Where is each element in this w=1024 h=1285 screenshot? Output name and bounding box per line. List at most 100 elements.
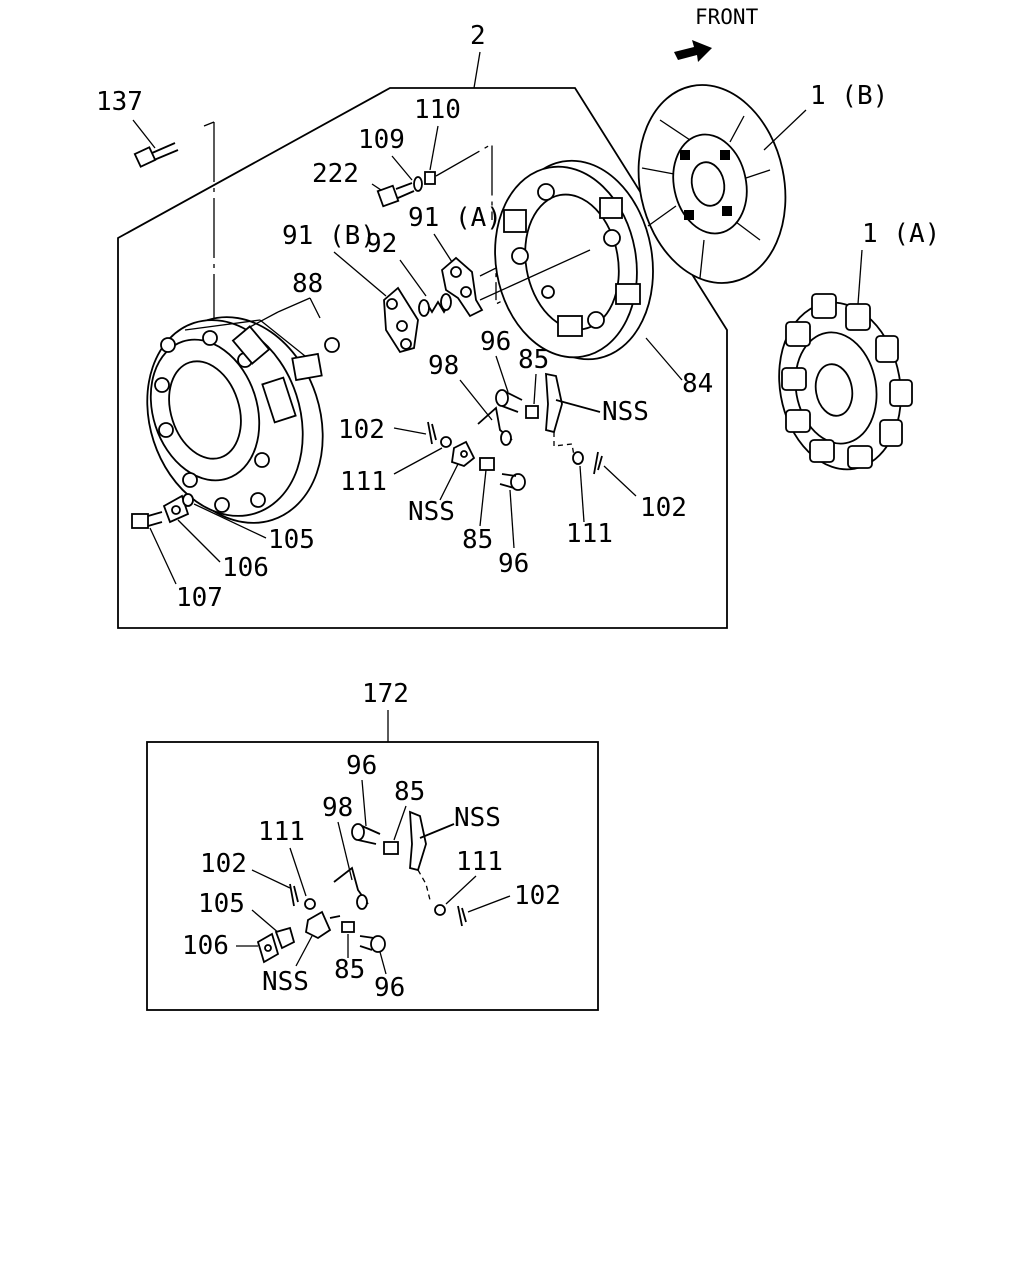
label-85a: 85	[518, 345, 549, 375]
label-88: 88	[292, 269, 323, 299]
kit-leader-96a	[361, 779, 367, 827]
leader-92	[399, 259, 427, 297]
label-96a: 96	[480, 327, 511, 357]
label-2: 2	[470, 21, 486, 51]
kit-leader-102b	[467, 895, 511, 913]
nut-110	[424, 171, 436, 185]
kit-washer-111a	[304, 898, 316, 910]
leader-111b	[579, 465, 585, 523]
kit-pin-85b	[341, 921, 355, 933]
washer-109	[413, 176, 423, 192]
label-106: 106	[222, 553, 269, 583]
label-222: 222	[312, 159, 359, 189]
kit-label-105: 105	[198, 889, 245, 919]
leader-110	[429, 125, 439, 171]
kit-leader-105	[251, 909, 281, 935]
kit-leader-111a	[289, 847, 307, 897]
front-label: FRONT	[695, 5, 759, 29]
kit-label-96a: 96	[346, 751, 377, 781]
leader-1a	[857, 249, 863, 305]
leader-1b	[763, 109, 807, 151]
label-111b: 111	[566, 519, 613, 549]
centerline-84	[479, 249, 591, 301]
leader-137	[132, 119, 156, 149]
kit-label-102a: 102	[200, 849, 247, 879]
cotter-102b	[593, 451, 603, 475]
pin-96b	[499, 473, 526, 491]
kit-label-nss1: NSS	[454, 803, 501, 833]
assembly-outline	[117, 87, 728, 629]
kit-leader-111b	[445, 875, 477, 905]
eyebolt-nss-a	[545, 372, 601, 434]
kit-cotter-102b	[457, 905, 467, 927]
label-1a: 1 (A)	[862, 219, 940, 249]
leader-106	[177, 519, 221, 563]
label-105: 105	[268, 525, 315, 555]
label-172: 172	[362, 679, 409, 709]
leader-88a	[277, 297, 311, 313]
kit-label-102b: 102	[514, 881, 561, 911]
spring-98a	[477, 406, 513, 446]
kit-leader-nss2	[295, 935, 313, 967]
kit-pin-96b	[359, 935, 386, 953]
label-109: 109	[358, 125, 405, 155]
bracket-88	[291, 337, 340, 382]
kit-label-98: 98	[322, 793, 353, 823]
pressure-plate-84	[494, 159, 654, 361]
nut-nss-b	[451, 440, 476, 468]
label-91a: 91 (A)	[408, 203, 502, 233]
kit-nut-nss	[305, 910, 341, 940]
kit-pin-85a	[383, 841, 399, 855]
washer-111b	[572, 451, 584, 465]
label-nss2: NSS	[408, 497, 455, 527]
leader-96a	[495, 355, 509, 393]
nut-105	[182, 493, 194, 507]
kit-label-111b: 111	[456, 847, 503, 877]
pin-85a	[525, 405, 539, 419]
label-137: 137	[96, 87, 143, 117]
leader-98a	[459, 379, 493, 421]
leader-96b	[509, 489, 515, 549]
pin-96a	[495, 389, 523, 413]
centerline-nss	[553, 432, 575, 457]
label-96b: 96	[498, 549, 529, 579]
front-arrow-icon	[674, 40, 712, 62]
kit-leader-96b	[379, 951, 387, 975]
centerline-137-cap	[203, 121, 215, 127]
lever-91a	[441, 256, 484, 318]
kit-pin-96a	[351, 823, 381, 845]
kit-leader-102a	[251, 869, 291, 889]
leader-109	[391, 155, 413, 181]
cotter-102a	[427, 421, 437, 445]
pin-85b	[479, 457, 495, 471]
label-107: 107	[176, 583, 223, 613]
label-1b: 1 (B)	[810, 81, 888, 111]
leader-111a	[393, 447, 443, 475]
kit-leader-85a	[393, 805, 407, 841]
label-102a: 102	[338, 415, 385, 445]
kit-label-85a: 85	[394, 777, 425, 807]
kit-label-nss2: NSS	[262, 967, 309, 997]
leader-91a	[433, 233, 453, 263]
kit-eyebolt-nss	[409, 810, 455, 872]
leader-85b	[479, 469, 487, 527]
kit-label-96b: 96	[374, 973, 405, 1003]
label-102b: 102	[640, 493, 687, 523]
lever-91b	[383, 286, 419, 354]
label-98a: 98	[428, 351, 459, 381]
label-85b: 85	[462, 525, 493, 555]
spring-92	[418, 293, 452, 317]
leader-88c	[247, 311, 279, 329]
kit-label-111a: 111	[258, 817, 305, 847]
label-92: 92	[366, 229, 397, 259]
kit-leader-98	[337, 821, 353, 881]
washer-111a	[440, 436, 452, 448]
bolt-137	[133, 142, 179, 168]
leader-85a	[533, 373, 537, 405]
label-91b: 91 (B)	[282, 221, 376, 251]
leader-105	[193, 503, 267, 539]
leader-2	[473, 51, 481, 89]
bolt-107	[131, 511, 163, 529]
